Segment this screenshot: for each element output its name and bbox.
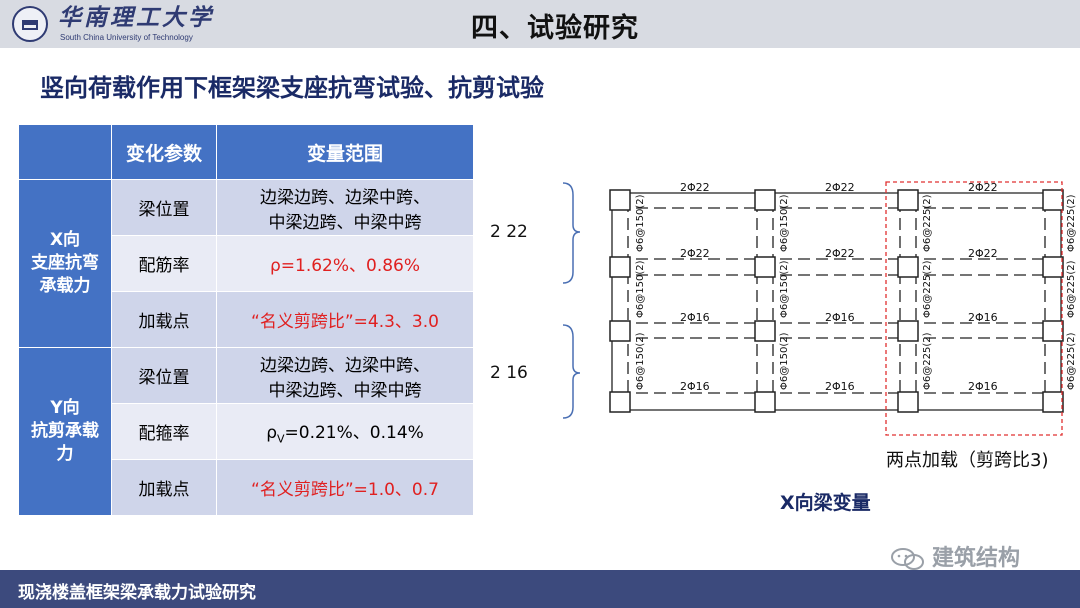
column-nodes: [609, 189, 1064, 413]
param-cell: 加载点: [111, 291, 217, 348]
table-header-param: 变化参数: [111, 124, 217, 180]
brace-bottom: [562, 324, 581, 419]
stirrup-label: Φ6@225(2): [922, 332, 933, 390]
group-label-x: X向支座抗弯承载力: [18, 179, 112, 348]
stirrup-label: Φ6@150(2): [635, 260, 646, 318]
watermark: 建筑结构: [890, 540, 1020, 572]
rebar-label: 2Φ22: [968, 247, 998, 260]
footer-text: 现浇楼盖框架梁承载力试验研究: [18, 583, 256, 603]
range-cell: “名义剪跨比”=4.3、3.0: [216, 291, 474, 348]
group-label-y: Y向抗剪承载力: [18, 347, 112, 516]
rebar-label: 2Φ16: [825, 380, 855, 393]
stirrup-label: Φ6@150(2): [779, 260, 790, 318]
range-cell: ρV=0.21%、0.14%: [216, 403, 474, 460]
rebar-label: 2Φ22: [825, 247, 855, 260]
stirrup-label: Φ6@225(2): [1066, 332, 1077, 390]
stirrup-label: Φ6@225(2): [922, 194, 933, 252]
rebar-label: 2Φ16: [825, 311, 855, 324]
brace-top: [562, 182, 581, 284]
header-bar: 华南理工大学 South China University of Technol…: [0, 0, 1080, 48]
watermark-text: 建筑结构: [932, 546, 1021, 571]
section-title: 四、试验研究: [471, 13, 639, 44]
table-header-blank: [18, 124, 112, 180]
param-cell: 配箍率: [111, 403, 217, 460]
range-cell: “名义剪跨比”=1.0、0.7: [216, 459, 474, 516]
diagram-caption: X向梁变量: [780, 492, 871, 514]
range-cell: 边梁边跨、边梁中跨、中梁边跨、中梁中跨: [216, 347, 474, 404]
frame-beam-diagram: 2Φ22 2Φ22 2Φ22 2Φ22 2Φ22 2Φ22 2Φ16 2Φ16 …: [562, 181, 1077, 436]
table-header-range: 变量范围: [216, 124, 474, 180]
rebar-label: 2Φ22: [680, 181, 710, 194]
range-cell: ρ=1.62%、0.86%: [216, 235, 474, 292]
table-row: 加载点 “名义剪跨比”=1.0、0.7: [19, 459, 474, 516]
university-seal-icon: [12, 6, 48, 42]
university-logo-subtitle: South China University of Technology: [60, 33, 193, 42]
rebar-label: 2Φ22: [680, 247, 710, 260]
table-row: Y向抗剪承载力 梁位置 边梁边跨、边梁中跨、中梁边跨、中梁中跨: [18, 347, 474, 516]
stirrup-label: Φ6@150(2): [779, 332, 790, 390]
stirrup-label: Φ6@150(2): [635, 194, 646, 252]
highlight-region: [885, 181, 1063, 436]
rebar-label: 2Φ16: [968, 311, 998, 324]
load-caption: 两点加载（剪跨比3): [886, 450, 1049, 471]
rebar-label: 2Φ16: [968, 380, 998, 393]
param-cell: 梁位置: [111, 347, 217, 404]
rebar-label: 2Φ22: [825, 181, 855, 194]
diagram-label-top: 2 22: [490, 222, 528, 242]
rebar-label: 2Φ22: [968, 181, 998, 194]
table-header-row: 变化参数 变量范围: [18, 124, 474, 180]
wechat-icon: [891, 548, 924, 570]
param-cell: 梁位置: [111, 179, 217, 236]
stirrup-label: Φ6@225(2): [922, 260, 933, 318]
page-title: 竖向荷载作用下框架梁支座抗弯试验、抗剪试验: [40, 74, 544, 102]
beam-lines: [611, 192, 1062, 411]
parameter-table: 变化参数 变量范围 X向支座抗弯承载力 梁位置 边梁边跨、边梁中跨、中梁边跨、中…: [18, 124, 474, 516]
range-cell: 边梁边跨、边梁中跨、中梁边跨、中梁中跨: [216, 179, 474, 236]
table-row: 配箍率 ρV=0.21%、0.14%: [19, 403, 474, 460]
param-cell: 配筋率: [111, 235, 217, 292]
rebar-label: 2Φ16: [680, 311, 710, 324]
rebar-label: 2Φ16: [680, 380, 710, 393]
diagram-label-bottom: 2 16: [490, 363, 528, 383]
footer-bar: 现浇楼盖框架梁承载力试验研究: [0, 570, 1080, 608]
table-row: 配筋率 ρ=1.62%、0.86%: [19, 235, 474, 292]
table-row: X向支座抗弯承载力 梁位置 边梁边跨、边梁中跨、中梁边跨、中梁中跨: [18, 179, 474, 348]
param-cell: 加载点: [111, 459, 217, 516]
stirrup-label: Φ6@150(2): [635, 332, 646, 390]
university-logo-text: 华南理工大学: [58, 4, 214, 31]
table-row: 加载点 “名义剪跨比”=4.3、3.0: [19, 291, 474, 348]
stirrup-label: Φ6@225(2): [1066, 260, 1077, 318]
stirrup-label: Φ6@150(2): [779, 194, 790, 252]
stirrup-label: Φ6@225(2): [1066, 194, 1077, 252]
